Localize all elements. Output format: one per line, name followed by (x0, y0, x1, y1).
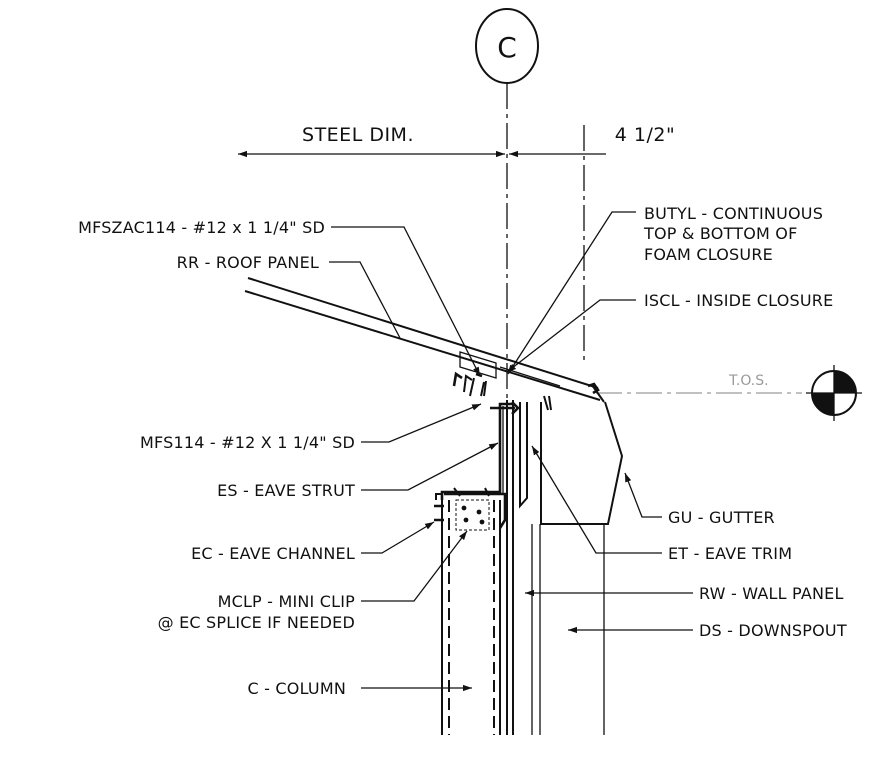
callout-roof-panel: RR - ROOF PANEL (177, 253, 319, 272)
inside-closure (459, 351, 497, 379)
callout-butyl-line-1: BUTYL - CONTINUOUS (644, 204, 823, 223)
eave-trim (519, 402, 528, 509)
dimension-lines (238, 125, 606, 360)
grid-label: C (497, 31, 517, 64)
callout-column: C - COLUMN (248, 679, 346, 698)
elevation-target-icon (806, 365, 862, 421)
callout-mini-clip-line-1: MCLP - MINI CLIP (218, 592, 356, 611)
eave-strut (435, 402, 513, 500)
mini-clip (455, 499, 490, 531)
offset-dimension-label: 4 1/2" (615, 124, 675, 146)
callout-gutter: GU - GUTTER (668, 508, 775, 527)
callout-eave-trim: ET - EAVE TRIM (668, 544, 792, 563)
leader-lines (329, 211, 693, 692)
steel-dimension-label: STEEL DIM. (302, 124, 414, 146)
callout-downspout: DS - DOWNSPOUT (699, 621, 847, 640)
callout-eave-channel: EC - EAVE CHANNEL (191, 544, 355, 563)
eave-channel (434, 487, 507, 529)
callout-butyl-line-3: FOAM CLOSURE (644, 245, 773, 264)
grid-bubble: C (475, 8, 539, 84)
tos-label: T.O.S. (728, 373, 769, 389)
callout-mini-clip-line-2: @ EC SPLICE IF NEEDED (158, 613, 355, 632)
callout-butyl-line-2: TOP & BOTTOM OF (643, 224, 798, 243)
roof-fastener-icons (452, 371, 600, 411)
gutter (540, 401, 624, 525)
callout-inside-closure: ISCL - INSIDE CLOSURE (644, 291, 833, 310)
callout-wall-panel: RW - WALL PANEL (699, 584, 844, 603)
wall-panel (506, 400, 514, 735)
callout-fastener-bottom: MFS114 - #12 X 1 1/4" SD (140, 433, 355, 452)
callout-fastener-top: MFSZAC114 - #12 x 1 1/4" SD (78, 218, 325, 237)
callout-eave-strut: ES - EAVE STRUT (217, 481, 355, 500)
roof-panel (244, 277, 605, 403)
column (441, 500, 501, 735)
